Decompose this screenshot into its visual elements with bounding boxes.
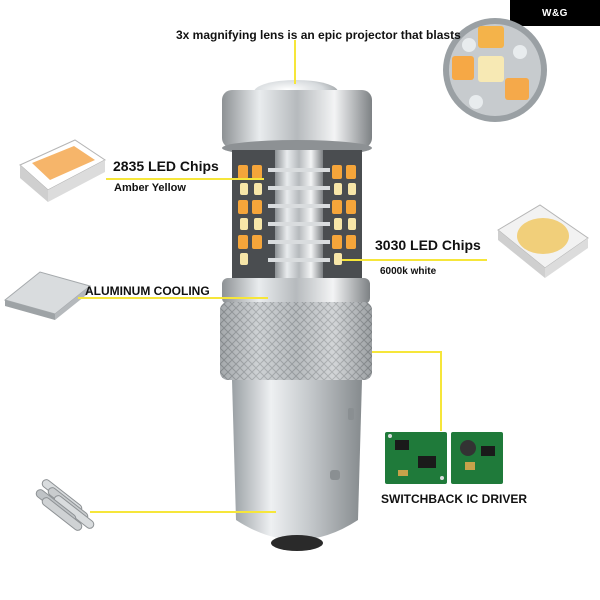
callout-line-3030 (342, 259, 487, 261)
callout-line-driver-h (372, 351, 442, 353)
label-lens: 3x magnifying lens is an epic projector … (176, 28, 461, 42)
inset-3030-chip (497, 204, 589, 278)
brand-logo-text: W&G (542, 7, 568, 19)
callout-line-lens (294, 40, 296, 84)
inset-metal-rods (35, 479, 95, 531)
callout-line-driver-v (440, 351, 442, 431)
brand-logo: W&G (510, 0, 600, 26)
label-2835-chips: 2835 LED Chips (113, 158, 219, 174)
inset-aluminum-plate (3, 271, 92, 320)
label-3030-chips: 3030 LED Chips (375, 237, 481, 253)
callout-line-base (90, 511, 276, 513)
label-2835-color: Amber Yellow (114, 182, 186, 194)
bulb-led-body (232, 150, 362, 280)
callout-line-aluminum (78, 297, 268, 299)
bulb-base (232, 380, 362, 551)
inset-2835-chip (19, 139, 106, 202)
bulb-lens-cap (222, 80, 372, 156)
inset-lens-view (443, 18, 547, 122)
label-switchback-driver: SWITCHBACK IC DRIVER (381, 492, 527, 506)
bulb-aluminum-collar (220, 278, 372, 380)
label-aluminum-cooling: ALUMINUM COOLING (85, 284, 210, 298)
label-3030-color: 6000k white (380, 266, 437, 277)
inset-driver-pcb (385, 432, 503, 484)
callout-line-2835 (106, 178, 264, 180)
